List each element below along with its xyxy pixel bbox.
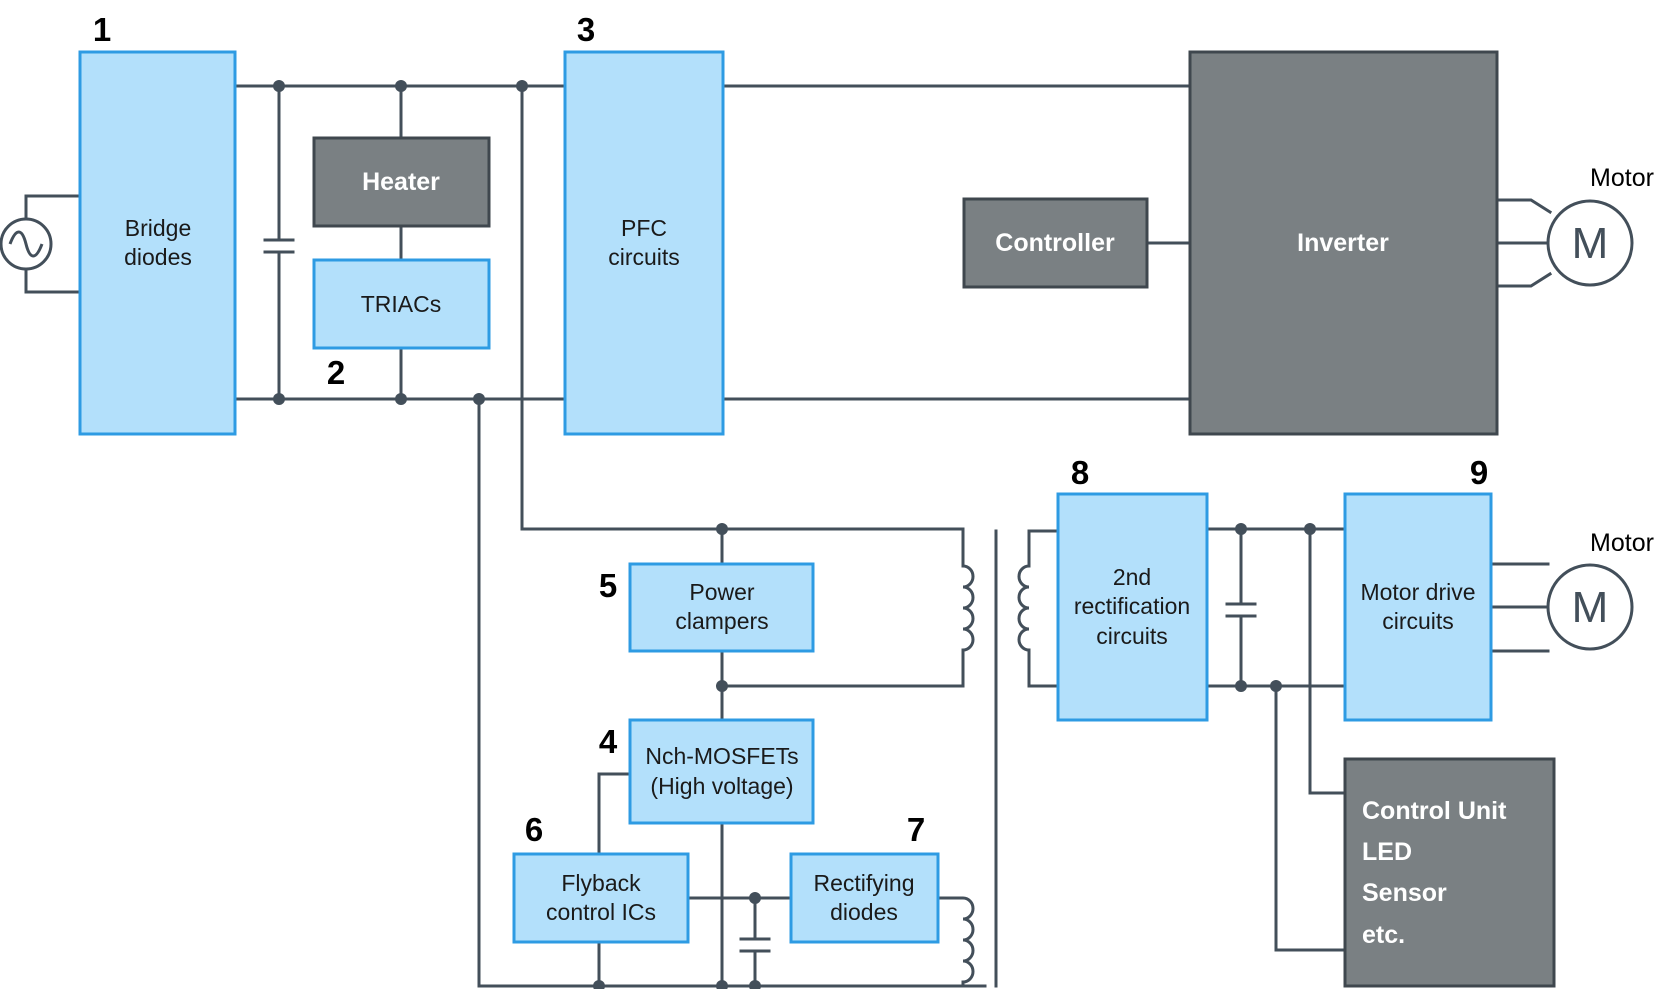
number-9: 9: [1470, 454, 1488, 491]
aux-winding: [936, 896, 975, 988]
control-unit-line4: etc.: [1362, 921, 1405, 949]
inverter-block: Inverter: [1188, 50, 1499, 436]
motor-bottom: Motor M: [1546, 529, 1654, 651]
number-5: 5: [599, 567, 617, 604]
number-4: 4: [599, 723, 618, 760]
triacs-block: TRIACs: [312, 258, 491, 350]
flyback-line2: control ICs: [546, 899, 656, 925]
flyback-primary-top: [520, 84, 965, 568]
nch-mosfets-line1: Nch-MOSFETs: [645, 743, 798, 769]
bridge-diodes-block: Bridge diodes: [78, 50, 237, 436]
control-unit-feed-bottom: [1274, 684, 1347, 952]
controller-block: Controller: [962, 197, 1149, 289]
number-2: 2: [327, 354, 345, 391]
control-unit-line2: LED: [1362, 838, 1412, 866]
secondary-winding: [1017, 564, 1031, 652]
motor-bottom-label: Motor: [1590, 529, 1654, 557]
power-clampers-block: Power clampers: [628, 562, 815, 653]
number-1: 1: [93, 11, 111, 48]
bulk-cap-plates: [263, 238, 295, 254]
flyback-line1: Flyback: [561, 870, 641, 896]
second-rect-line2: rectification: [1074, 593, 1190, 619]
primary-ground-return: [477, 397, 987, 988]
bridge-diodes-line2: diodes: [124, 244, 192, 270]
ac-source-leads: [24, 194, 82, 294]
flyback-control-ics-block: Flyback control ICs: [512, 852, 690, 944]
control-unit-line1: Control Unit: [1362, 797, 1507, 825]
triacs-label: TRIACs: [361, 291, 442, 317]
motor-drive-leads: [1489, 562, 1550, 653]
secondary-dc-rails: [1205, 527, 1347, 688]
secondary-leads: [1027, 529, 1060, 688]
motor-drive-line2: circuits: [1382, 608, 1454, 634]
motor-top-symbol: M: [1572, 219, 1609, 268]
pfc-line1: PFC: [621, 215, 667, 241]
motor-drive-circuits-block: Motor drive circuits: [1343, 492, 1493, 722]
wires: [24, 84, 1553, 988]
second-rect-line1: 2nd: [1113, 564, 1151, 590]
primary-winding: [961, 564, 975, 652]
number-8: 8: [1071, 454, 1089, 491]
motor-drive-line1: Motor drive: [1360, 579, 1475, 605]
control-unit-block: Control Unit LED Sensor etc.: [1343, 757, 1556, 988]
power-clampers-line2: clampers: [675, 608, 768, 634]
number-3: 3: [577, 11, 595, 48]
rectifying-diodes-block: Rectifying diodes: [789, 852, 940, 944]
secondary-cap-plates: [1225, 602, 1257, 618]
heater-label: Heater: [362, 168, 440, 196]
inverter-label: Inverter: [1297, 229, 1389, 257]
second-rectification-block: 2nd rectification circuits: [1056, 492, 1209, 722]
number-labels: 1 2 3 4 5 6 7 8 9: [93, 11, 1488, 848]
nch-mosfets-block: Nch-MOSFETs (High voltage): [628, 718, 815, 825]
motor-bottom-icon: [1546, 563, 1634, 651]
pfc-circuits-block: PFC circuits: [563, 50, 725, 436]
number-7: 7: [907, 811, 925, 848]
aux-cap-plates: [739, 937, 771, 953]
number-6: 6: [525, 811, 543, 848]
pfc-line2: circuits: [608, 244, 680, 270]
motor-bottom-symbol: M: [1572, 583, 1609, 632]
inverter-to-motor-leads: [1495, 198, 1553, 288]
motor-top: Motor M: [1546, 164, 1654, 287]
controller-label: Controller: [995, 229, 1115, 257]
motor-top-label: Motor: [1590, 164, 1654, 192]
junctions: [273, 80, 1316, 989]
nch-mosfets-line2: (High voltage): [650, 773, 793, 799]
rectifying-line2: diodes: [830, 899, 898, 925]
power-clampers-line1: Power: [689, 579, 755, 605]
control-unit-line3: Sensor: [1362, 879, 1447, 907]
heater-block: Heater: [312, 136, 491, 228]
second-rect-line3: circuits: [1096, 623, 1168, 649]
bridge-diodes-line1: Bridge: [125, 215, 191, 241]
ac-source-icon: [0, 217, 53, 271]
rectifying-line1: Rectifying: [814, 870, 915, 896]
control-unit-feed-top: [1308, 527, 1347, 795]
motor-top-icon: [1546, 199, 1634, 287]
